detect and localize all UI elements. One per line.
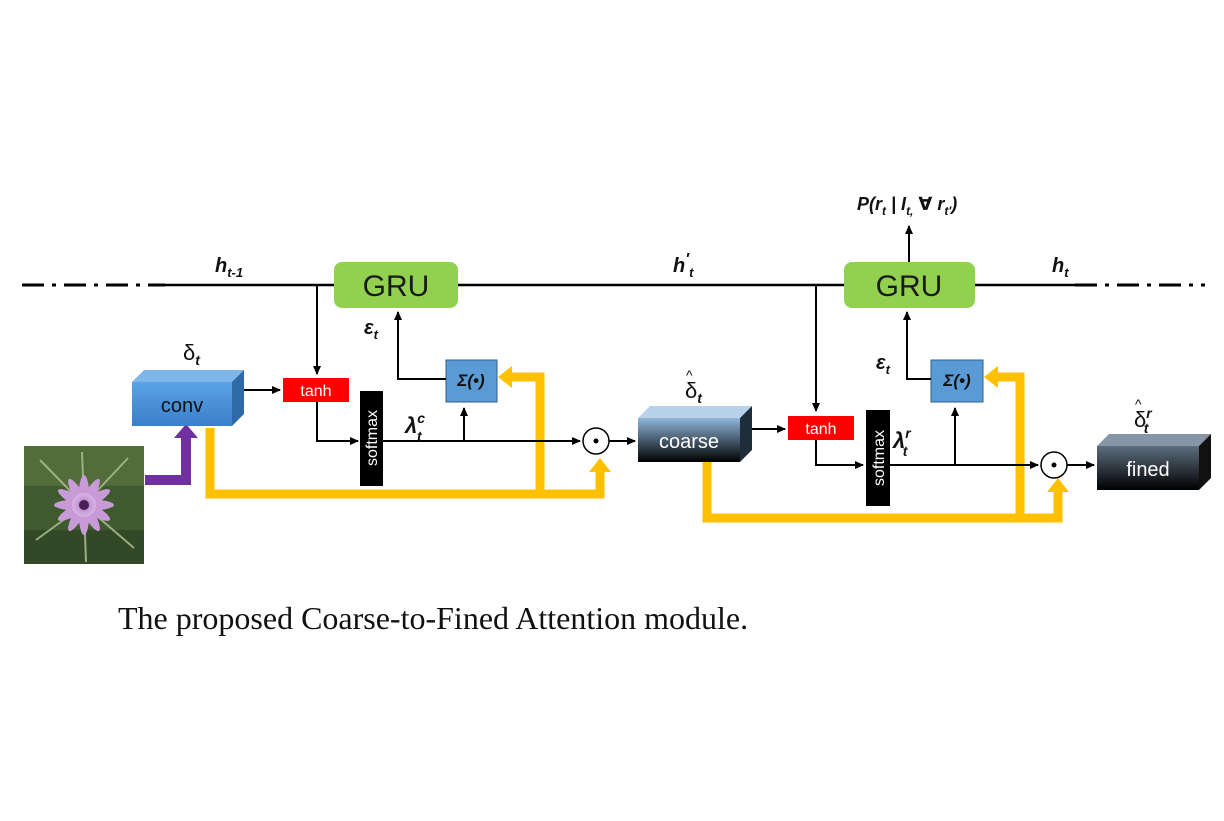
fined-box: fined xyxy=(1097,434,1211,490)
odot-left-dot xyxy=(593,438,599,444)
softmax-label-right: softmax xyxy=(871,430,888,486)
conv-label: conv xyxy=(161,395,203,417)
arrow-sigma-to-gru-left xyxy=(394,311,446,380)
gru-label-left: GRU xyxy=(363,270,430,303)
gru-box-left xyxy=(334,262,458,308)
tanh-box-right xyxy=(788,416,854,440)
yellow-feature-paths xyxy=(205,372,1063,523)
h-out-label: ht xyxy=(1052,255,1069,280)
delta-hat-label: δt xyxy=(685,378,703,406)
conv-box: conv xyxy=(132,370,244,426)
delta-hat-r-mark: ^ xyxy=(1135,396,1142,412)
tanh-label-left: tanh xyxy=(300,383,331,400)
yellow-arrowhead-sigma-right xyxy=(984,366,998,388)
coarse-label: coarse xyxy=(659,431,719,453)
purple-arrowhead xyxy=(174,424,198,438)
yellow-arrowhead-odot-right xyxy=(1047,478,1069,492)
yellow-arrowhead-sigma-left xyxy=(498,366,512,388)
delta-t-label: δt xyxy=(183,340,201,368)
sigma-label-right: Σ(•) xyxy=(942,371,971,390)
yellow-path-to-sigma-right xyxy=(996,372,1025,518)
coarse-box: coarse xyxy=(638,406,752,462)
purple-input-arrow xyxy=(145,436,191,485)
softmax-box-left xyxy=(360,391,383,486)
tanh-box-left xyxy=(283,378,349,402)
sigma-label-left: Σ(•) xyxy=(456,371,485,390)
sigma-box-left xyxy=(445,359,498,403)
yellow-arrowheads xyxy=(498,366,1069,492)
fined-label: fined xyxy=(1126,459,1169,481)
arrow-tanh-to-softmax-left xyxy=(316,402,359,445)
epsilon-label-left: εt xyxy=(364,317,379,342)
arrow-sigma-to-gru-right xyxy=(903,311,931,380)
softmax-label-left: softmax xyxy=(364,410,381,466)
delta-hat-mark: ^ xyxy=(686,367,693,383)
output-prob-label: P(rt | It, ∀ rt') xyxy=(857,194,957,218)
yellow-path-to-sigma-left xyxy=(510,372,545,494)
h-prev-label: ht-1 xyxy=(215,255,243,280)
gru-label-right: GRU xyxy=(876,270,943,303)
yellow-arrowhead-odot-left xyxy=(589,458,611,472)
softmax-box-right xyxy=(866,410,890,506)
tanh-label-right: tanh xyxy=(805,421,836,438)
gru-box-right xyxy=(844,262,975,308)
input-image xyxy=(24,446,144,564)
odot-right-dot xyxy=(1051,462,1057,468)
yellow-path-coarse-to-odot xyxy=(702,462,1063,523)
figure-caption: The proposed Coarse-to-Fined Attention m… xyxy=(118,600,749,636)
sigma-box-right xyxy=(930,359,984,403)
arrow-tanh-to-softmax-right xyxy=(815,440,864,469)
epsilon-label-right: εt xyxy=(876,352,891,377)
yellow-path-conv-to-odot xyxy=(205,428,605,499)
h-mid-label: h′t xyxy=(673,251,694,280)
